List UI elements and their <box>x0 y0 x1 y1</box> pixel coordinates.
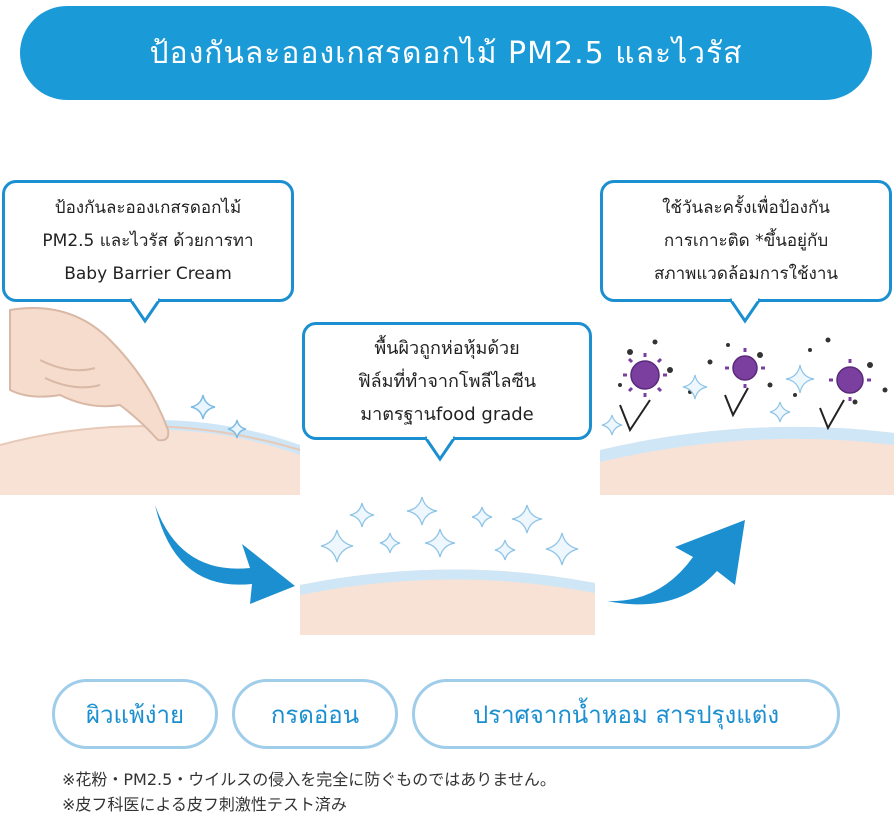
sparkle-icon <box>227 419 247 439</box>
skin-panel-film <box>300 569 595 635</box>
pill-label: ผิวแพ้ง่าย <box>85 700 185 729</box>
bubble-apply-line-3: Baby Barrier Cream <box>64 263 232 284</box>
bubble-film-line-2: ฟิล์มที่ทำจากโพลีไลซีน <box>357 370 537 392</box>
speech-bubble-film: พื้นผิวถูกห่อหุ้มด้วย ฟิล์มที่ทำจากโพลีไ… <box>302 322 592 440</box>
feature-pill-fragrance-free: ปราศจากน้ำหอม สารปรุงแต่ง <box>412 679 840 749</box>
virus-icon <box>601 337 888 436</box>
pointing-hand-icon <box>9 307 170 442</box>
pill-label: กรดอ่อน <box>270 700 360 729</box>
bubble-tail <box>728 297 762 324</box>
sparkle-icon <box>320 496 579 566</box>
feature-pill-sensitive-skin: ผิวแพ้ง่าย <box>52 679 218 749</box>
speech-bubble-apply: ป้องกันละอองเกสรดอกไม้ PM2.5 และไวรัส ด้… <box>2 180 294 302</box>
bubble-film-line-3: มาตรฐานfood grade <box>360 403 534 425</box>
bubble-daily-line-1: ใช้วันละครั้งเพื่อป้องกัน <box>662 197 830 218</box>
title-banner: ป้องกันละอองเกสรดอกไม้ PM2.5 และไวรัส <box>20 6 872 100</box>
bubble-apply-line-1: ป้องกันละอองเกสรดอกไม้ <box>54 197 242 218</box>
sparkle-icon <box>190 394 216 420</box>
bubble-apply-line-2: PM2.5 และไวรัส ด้วยการทา <box>42 230 254 251</box>
bubble-film-line-1: พื้นผิวถูกห่อหุ้มด้วย <box>374 337 520 359</box>
curved-arrow-icon <box>607 520 745 605</box>
bubble-tail <box>423 435 457 462</box>
footnote-disclaimer: ※花粉・PM2.5・ウイルスの侵入を完全に防ぐものではありません。 <box>62 770 556 789</box>
bubble-daily-line-3: สภาพแวดล้อมการใช้งาน <box>654 263 838 284</box>
curved-arrow-icon <box>155 505 295 604</box>
feature-pill-weak-acid: กรดอ่อน <box>232 679 398 749</box>
pill-label: ปราศจากน้ำหอม สารปรุงแต่ง <box>472 700 780 729</box>
bubble-tail <box>128 297 162 324</box>
bubble-daily-line-2: การเกาะติด *ขึ้นอยู่กับ <box>663 230 829 251</box>
footnote-dermatologist-tested: ※皮フ科医による皮フ刺激性テスト済み <box>62 795 347 814</box>
banner-title: ป้องกันละอองเกสรดอกไม้ PM2.5 และไวรัส <box>149 35 743 71</box>
skin-panel-protect <box>600 426 894 495</box>
speech-bubble-daily-use: ใช้วันละครั้งเพื่อป้องกัน การเกาะติด *ขึ… <box>600 180 892 302</box>
